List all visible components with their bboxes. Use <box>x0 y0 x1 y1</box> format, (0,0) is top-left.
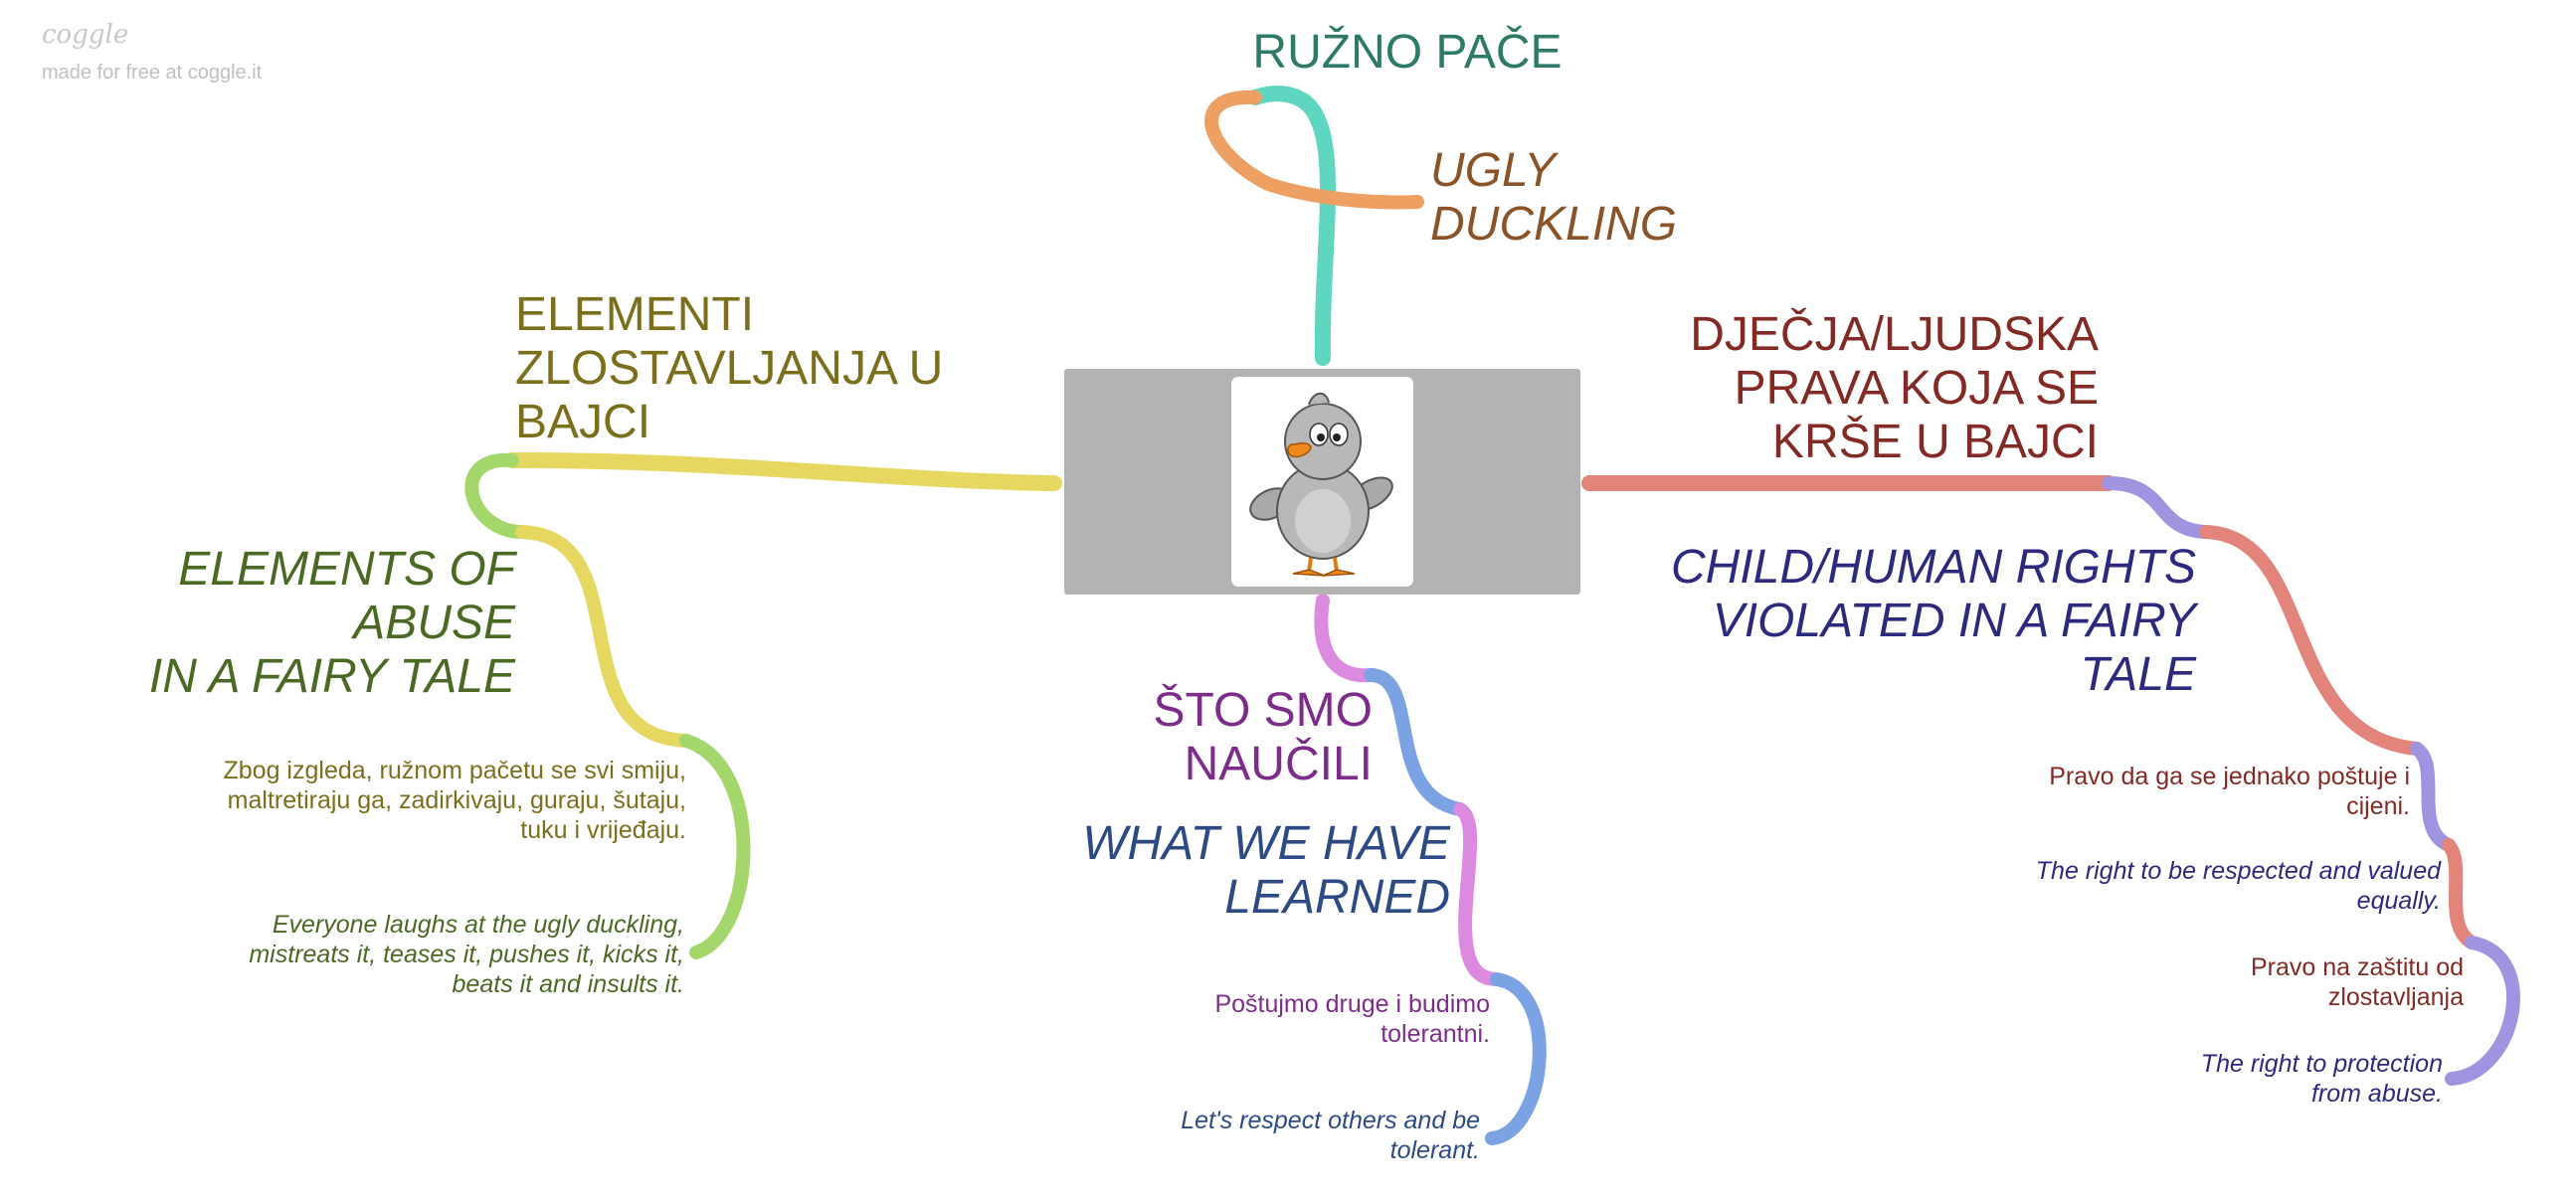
branch-bottom-detail-hr <box>1453 802 1504 986</box>
left-detail-en[interactable]: Everyone laughs at the ugly duckling, mi… <box>249 911 684 998</box>
branch-left <box>504 451 1062 491</box>
branch-left-en <box>464 452 529 539</box>
branch-title <box>1247 86 1336 366</box>
bottom-node-en[interactable]: WHAT WE HAVE LEARNED <box>1082 817 1450 924</box>
left-node-hr[interactable]: ELEMENTI ZLOSTAVLJANJA U BAJCI <box>515 288 944 448</box>
branch-left-detail-hr <box>515 525 693 748</box>
branch-right-en <box>2102 476 2213 539</box>
right-detail1-en[interactable]: The right to be respected and valued equ… <box>2035 857 2441 915</box>
branch-right-detail1-hr <box>2199 525 2424 756</box>
title-en[interactable]: UGLY DUCKLING <box>1430 144 1678 251</box>
right-node-hr[interactable]: DJEČJA/LJUDSKA PRAVA KOJA SE KRŠE U BAJC… <box>1690 308 2099 468</box>
branch-right-detail2-hr <box>2442 838 2479 949</box>
branch-bottom-en <box>1364 668 1467 816</box>
bottom-detail-en[interactable]: Let's respect others and be tolerant. <box>1181 1107 1480 1164</box>
branch-left-detail-en <box>679 734 751 959</box>
right-node-en[interactable]: CHILD/HUMAN RIGHTS VIOLATED IN A FAIRY T… <box>1670 541 2196 701</box>
right-detail2-hr[interactable]: Pravo na zaštitu od zlostavljanja <box>2250 953 2464 1011</box>
title-hr[interactable]: RUŽNO PAČE <box>1252 26 1563 79</box>
right-detail2-en[interactable]: The right to protection from abuse. <box>2200 1050 2443 1108</box>
duckling-illustration <box>1249 392 1393 577</box>
branch-right-detail1-en <box>2410 742 2456 852</box>
branch-bottom-detail-en <box>1485 972 1547 1145</box>
bottom-detail-hr[interactable]: Poštujmo druge i budimo tolerantni. <box>1214 990 1490 1048</box>
branch-bottom <box>1314 594 1378 683</box>
right-detail1-hr[interactable]: Pravo da ga se jednako poštuje i cijeni. <box>2049 763 2410 820</box>
branch-title-en <box>1204 89 1424 210</box>
left-node-en[interactable]: ELEMENTS OF ABUSE IN A FAIRY TALE <box>148 543 515 703</box>
bottom-node-hr[interactable]: ŠTO SMO NAUČILI <box>1153 684 1373 790</box>
coggle-logo: coggle <box>42 20 129 50</box>
left-detail-hr[interactable]: Zbog izgleda, ružnom pačetu se svi smiju… <box>223 757 687 844</box>
coggle-credit: made for free at coggle.it <box>42 62 263 84</box>
